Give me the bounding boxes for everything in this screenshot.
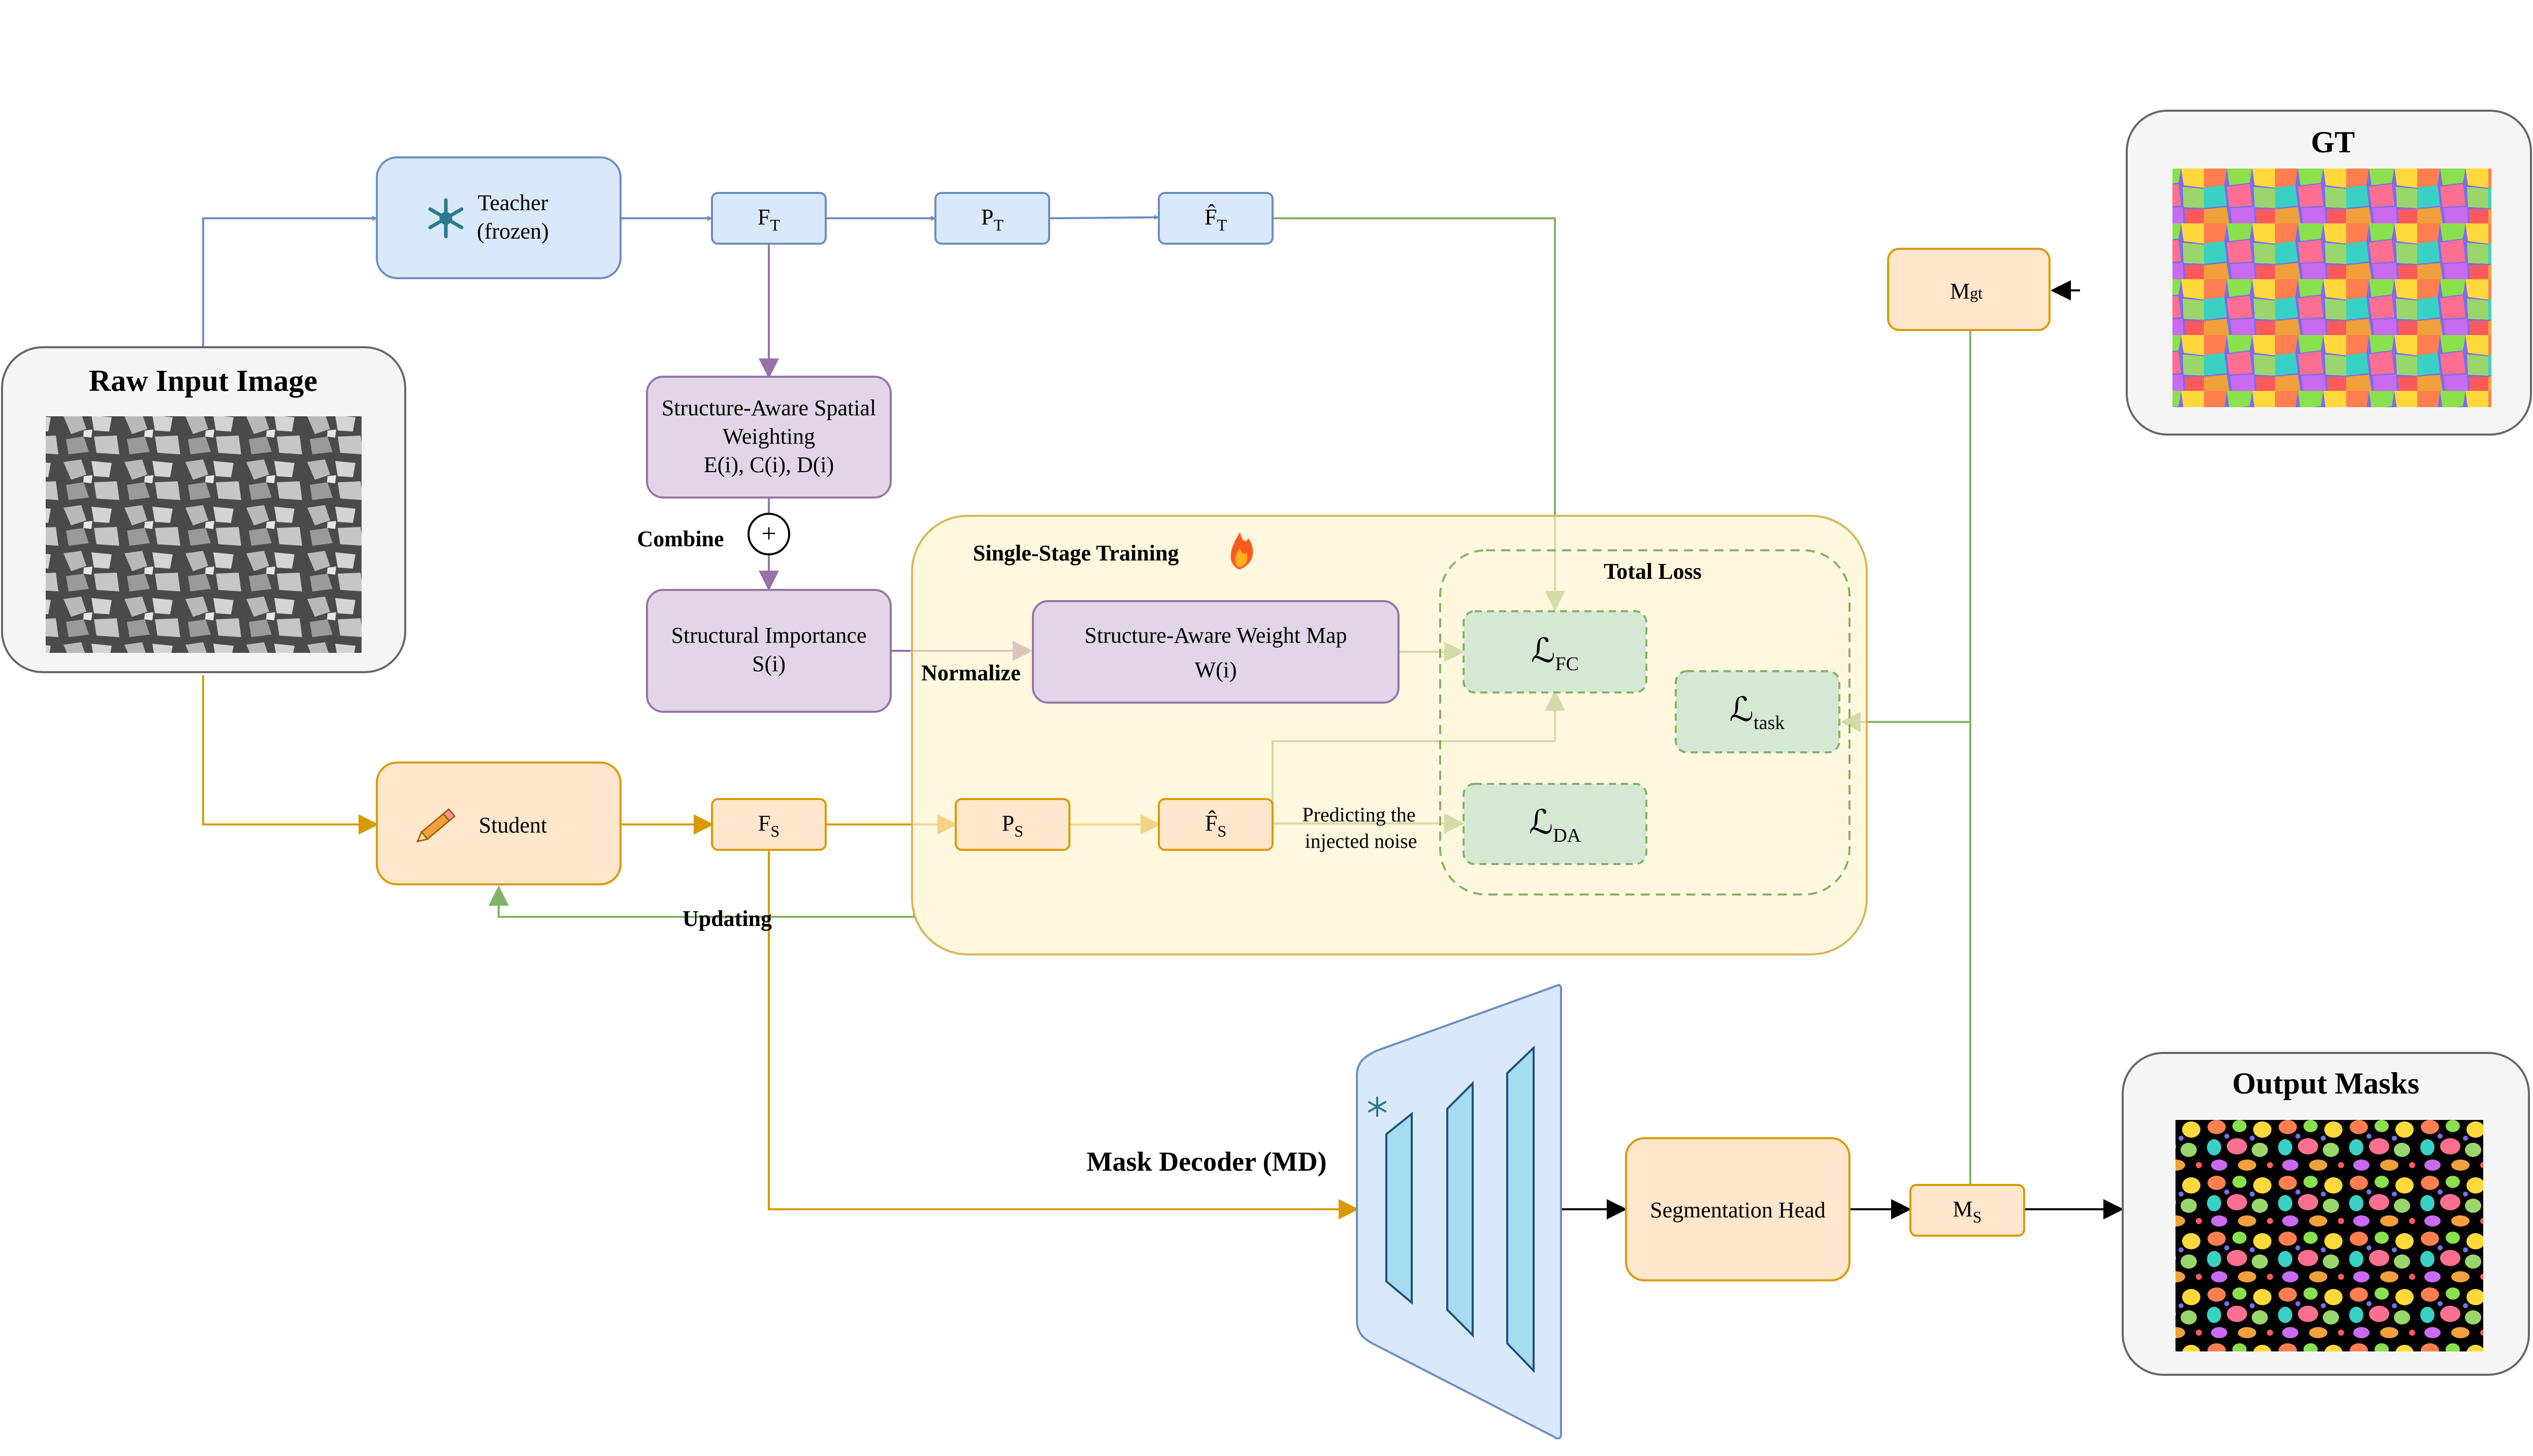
fhatt-box: F̂T <box>1158 192 1274 245</box>
svg-text:FT: FT <box>758 205 780 234</box>
weight-map-line1: Structure-Aware Weight Map <box>1085 623 1347 648</box>
total-loss-region <box>1439 549 1850 896</box>
fhats-sub: S <box>1217 822 1226 840</box>
gt-mask-image <box>2172 169 2491 407</box>
ps-sub: S <box>1014 822 1023 840</box>
fhatt-to-lfc-arrow <box>1273 217 1565 611</box>
teacher-label: Teacher <box>478 190 548 215</box>
output-mask-image <box>2175 1120 2483 1351</box>
spatial-weighting-line2: Weighting <box>723 424 815 449</box>
structural-importance-box: Structural Importance S(i) <box>646 589 892 713</box>
noise-note-line1: Predicting the <box>1302 803 1415 826</box>
fs-main: F <box>758 811 770 836</box>
student-box: Student <box>376 762 622 885</box>
loss-task-box: ℒtask <box>1675 670 1840 753</box>
structural-importance-line1: Structural Importance <box>671 623 867 648</box>
raw-input-panel: Raw Input Image <box>1 346 406 673</box>
spatial-weighting-line3: E(i), C(i), D(i) <box>704 452 834 477</box>
fhatt-main: F̂ <box>1205 204 1217 229</box>
combine-label: Combine <box>637 526 724 551</box>
svg-text:F̂S: F̂S <box>1205 810 1226 840</box>
raw-input-image <box>46 416 362 653</box>
loss-task-symbol: ℒ <box>1730 691 1754 729</box>
loss-task-sub: task <box>1753 712 1784 734</box>
pt-to-fhatt-arrow <box>1049 215 1159 220</box>
pt-main: P <box>981 205 993 229</box>
mask-decoder: Mask Decoder (MD) <box>1087 983 1562 1440</box>
ms-main: M <box>1953 1197 1973 1221</box>
fs-to-decoder-arrow <box>768 848 1359 1219</box>
student-label: Student <box>479 813 547 838</box>
weight-map-line2: W(i) <box>1194 657 1237 682</box>
raw-input-title: Raw Input Image <box>89 364 317 398</box>
pencil-icon <box>416 808 456 843</box>
spatial-weighting-box: Structure-Aware Spatial Weighting E(i), … <box>646 376 892 499</box>
fs-sub: S <box>770 822 780 840</box>
total-loss-label: Total Loss <box>1604 559 1702 584</box>
loss-fc-box: ℒFC <box>1463 610 1647 693</box>
combine-plus-symbol: + <box>761 519 776 548</box>
svg-text:ℒDA: ℒDA <box>1529 804 1581 846</box>
spatial-weighting-line1: Structure-Aware Spatial <box>662 395 876 420</box>
ms-box: MS <box>1909 1184 2025 1237</box>
raw-to-student-arrow <box>202 675 379 835</box>
svg-text:PT: PT <box>981 205 1003 234</box>
svg-text:FS: FS <box>758 811 780 840</box>
mgt-sub: gt <box>1970 284 1983 302</box>
output-masks-panel: Output Masks <box>2122 1052 2530 1376</box>
ps-box: PS <box>955 798 1070 851</box>
svg-text:Mgt: Mgt <box>1950 279 1983 304</box>
loss-da-box: ℒDA <box>1463 783 1647 865</box>
loss-fc-symbol: ℒ <box>1531 633 1555 670</box>
ft-box: FT <box>711 192 827 245</box>
fs-box: FS <box>711 798 827 851</box>
teacher-box: Teacher (frozen) <box>376 156 622 279</box>
pt-sub: T <box>993 216 1003 234</box>
structural-importance-line2: S(i) <box>752 651 786 676</box>
raw-to-teacher-arrow <box>202 216 377 347</box>
svg-text:PS: PS <box>1002 811 1023 840</box>
loss-da-sub: DA <box>1553 825 1581 846</box>
snowflake-icon <box>428 198 464 239</box>
svg-text:F̂T: F̂T <box>1205 204 1227 234</box>
weight-map-box: Structure-Aware Weight Map W(i) <box>1032 600 1400 704</box>
ps-main: P <box>1002 811 1014 836</box>
decoder-snowflake-icon <box>1368 1097 1386 1117</box>
mgt-main: M <box>1950 279 1970 304</box>
ms-sub: S <box>1973 1208 1982 1226</box>
ft-sub: T <box>770 216 780 234</box>
svg-text:ℒFC: ℒFC <box>1531 633 1579 675</box>
gt-panel: GT <box>2126 110 2532 436</box>
gt-title: GT <box>2311 125 2355 159</box>
fhats-box: F̂S <box>1158 798 1274 851</box>
fhatt-sub: T <box>1217 216 1227 234</box>
normalize-label: Normalize <box>921 660 1020 685</box>
mgt-box: Mgt <box>1887 248 2051 331</box>
mask-decoder-label: Mask Decoder (MD) <box>1087 1146 1327 1177</box>
loss-fc-sub: FC <box>1555 653 1579 675</box>
segmentation-head-box: Segmentation Head <box>1625 1137 1850 1281</box>
ft-main: F <box>758 205 770 229</box>
updating-label: Updating <box>683 906 772 931</box>
output-masks-title: Output Masks <box>2232 1067 2419 1100</box>
pt-box: PT <box>934 192 1050 245</box>
teacher-frozen-label: (frozen) <box>477 219 549 244</box>
svg-text:MS: MS <box>1953 1197 1982 1226</box>
single-stage-label: Single-Stage Training <box>973 541 1179 566</box>
fire-icon <box>1230 532 1253 570</box>
svg-text:ℒtask: ℒtask <box>1730 691 1785 734</box>
noise-note-line2: injected noise <box>1305 830 1417 852</box>
loss-da-symbol: ℒ <box>1529 804 1553 841</box>
combine-node: + Combine <box>637 513 790 555</box>
segmentation-head-label: Segmentation Head <box>1650 1198 1826 1222</box>
fhats-main: F̂ <box>1205 810 1217 836</box>
